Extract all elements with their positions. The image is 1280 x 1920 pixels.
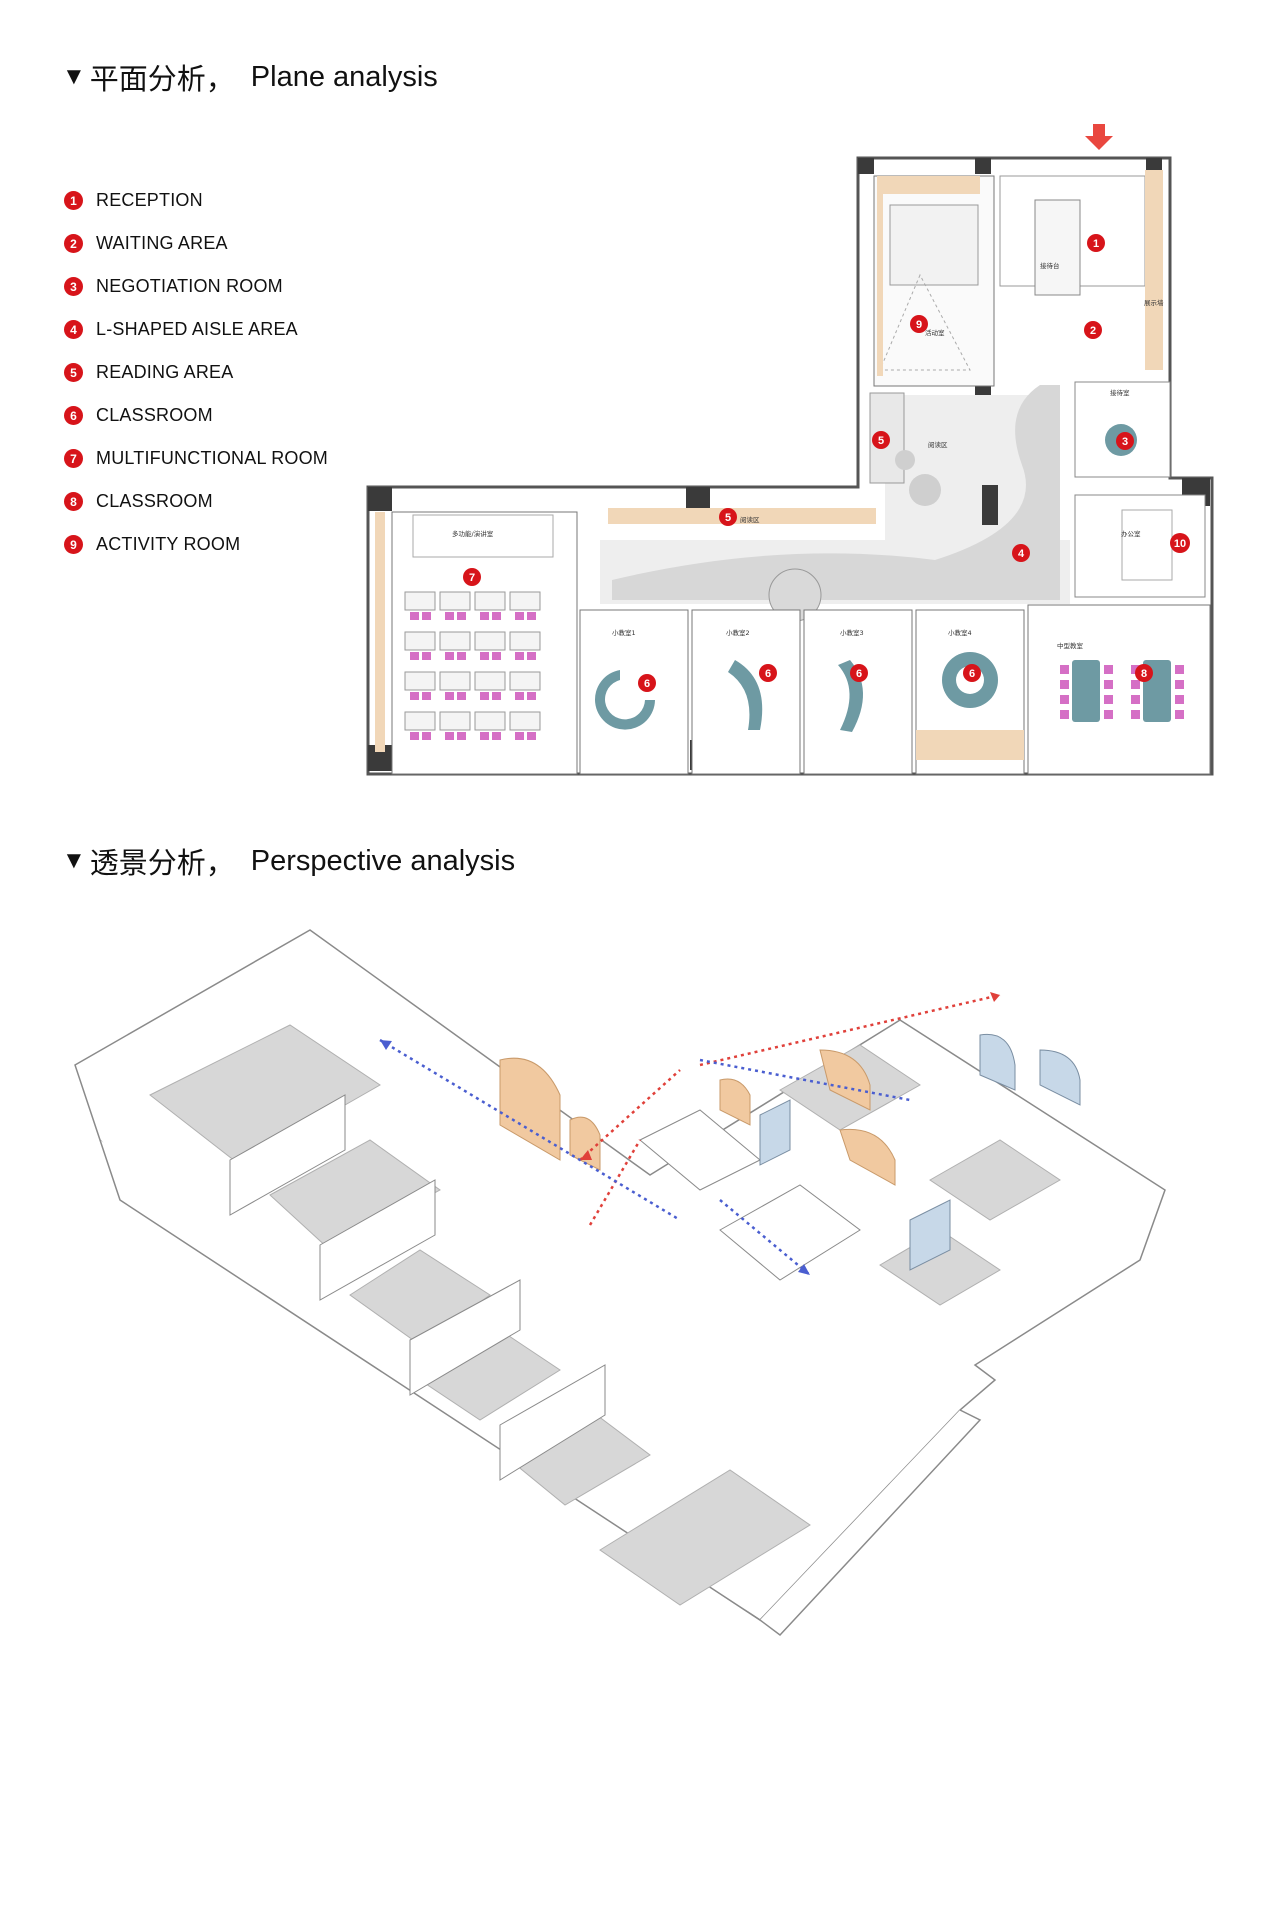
iso-outer-walls [74,929,1166,1637]
flow-path-red [579,993,1001,1226]
label-display: 展示墙 [1144,298,1164,307]
legend-label: READING AREA [96,362,234,382]
svg-text:10: 10 [1174,538,1186,550]
plan-floor [375,170,1206,775]
legend-label: L-SHAPED AISLE AREA [96,319,298,339]
number-badge-icon: 9 [64,535,83,554]
svg-text:6: 6 [856,668,862,680]
legend-label: CLASSROOM [96,491,213,511]
legend-item: 2 WAITING AREA [64,222,328,265]
plane-analysis-title: ▼ 平面分析， Plane analysis [62,56,438,98]
small-classrooms [579,604,1211,775]
perspective-title-en: Perspective analysis [250,844,516,877]
plane-title-cn: 平面分析， [89,62,235,96]
legend-item: 7 MULTIFUNCTIONAL ROOM [64,437,328,480]
number-badge-icon: 9 [910,315,928,333]
svg-text:3: 3 [1122,436,1128,448]
label-multifunction: 多功能/演讲室 [452,529,494,538]
plan-badges: 1 2 3 4 5 5 6 6 6 6 7 8 9 10 [463,234,1190,692]
svg-text:6: 6 [644,678,650,690]
legend-label: NEGOTIATION ROOM [96,276,283,296]
flow-path-blue [379,1038,911,1276]
svg-text:1: 1 [1093,238,1099,250]
svg-text:8: 8 [1141,668,1147,680]
label-reception-room: 接待室 [1110,388,1130,397]
legend-label: ACTIVITY ROOM [96,534,241,554]
multifunction-desks [404,591,541,731]
number-badge-icon: 6 [64,406,83,425]
number-badge-icon: 1 [1087,234,1105,252]
perspective-title-cn: 透景分析， [89,846,235,880]
svg-text:6: 6 [969,668,975,680]
svg-text:5: 5 [725,512,731,524]
legend-item: 1 RECEPTION [64,179,328,222]
legend-item: 6 CLASSROOM [64,394,328,437]
label-medium-classroom: 中型教室 [1057,641,1084,650]
number-badge-icon: 8 [1135,664,1153,682]
classroom-8-chairs [1060,665,1184,719]
iso-glass-doors [759,1033,1081,1271]
number-badge-icon: 7 [64,449,83,468]
legend-item: 4 L-SHAPED AISLE AREA [64,308,328,351]
svg-text:9: 9 [916,319,922,331]
label-classroom-1: 小教室1 [612,628,636,637]
iso-partitions [229,1094,861,1481]
iso-floors [149,1024,1061,1606]
number-badge-icon: 6 [759,664,777,682]
svg-text:6: 6 [765,668,771,680]
entrance-arrow-icon [1085,124,1113,150]
number-badge-icon: 2 [64,234,83,253]
floor-plan: 多功能/演讲室 阅读区 阅读区 小教室1 小教室2 小教室3 小教室4 中型教室… [366,124,1214,776]
number-badge-icon: 6 [963,664,981,682]
perspective-analysis-title: ▼ 透景分析， Perspective analysis [62,840,515,882]
number-badge-icon: 6 [850,664,868,682]
number-badge-icon: 4 [1012,544,1030,562]
svg-text:5: 5 [878,435,884,447]
label-office: 办公室 [1121,529,1141,538]
triangle-icon: ▼ [62,847,86,874]
number-badge-icon: 10 [1170,533,1190,553]
legend-item: 3 NEGOTIATION ROOM [64,265,328,308]
legend: 1 RECEPTION 2 WAITING AREA 3 NEGOTIATION… [64,179,328,566]
number-badge-icon: 8 [64,492,83,511]
number-badge-icon: 2 [1084,321,1102,339]
number-badge-icon: 5 [719,508,737,526]
legend-item: 5 READING AREA [64,351,328,394]
number-badge-icon: 5 [872,431,890,449]
label-reading: 阅读区 [740,515,760,524]
number-badge-icon: 5 [64,363,83,382]
number-badge-icon: 1 [64,191,83,210]
legend-label: CLASSROOM [96,405,213,425]
triangle-icon: ▼ [62,63,86,90]
label-reading-2: 阅读区 [928,440,948,449]
iso-wood-arches [499,1049,896,1186]
plane-title-en: Plane analysis [250,60,438,93]
number-badge-icon: 3 [64,277,83,296]
number-badge-icon: 3 [1116,432,1134,450]
label-classroom-2: 小教室2 [726,628,750,637]
multifunction-chairs [410,612,536,740]
legend-item: 9 ACTIVITY ROOM [64,523,328,566]
number-badge-icon: 7 [463,568,481,586]
legend-label: RECEPTION [96,190,203,210]
svg-text:7: 7 [469,572,475,584]
number-badge-icon: 6 [638,674,656,692]
label-classroom-3: 小教室3 [840,628,864,637]
arrowheads [380,992,1000,1275]
legend-label: WAITING AREA [96,233,228,253]
svg-text:2: 2 [1090,325,1096,337]
label-front-desk: 接待台 [1040,261,1060,270]
svg-text:4: 4 [1018,548,1025,560]
wood-bench [916,730,1024,760]
perspective-diagram [74,929,1166,1637]
label-activity-room: 活动室 [925,328,945,337]
number-badge-icon: 4 [64,320,83,339]
label-classroom-4: 小教室4 [948,628,972,637]
legend-label: MULTIFUNCTIONAL ROOM [96,448,328,468]
legend-item: 8 CLASSROOM [64,480,328,523]
